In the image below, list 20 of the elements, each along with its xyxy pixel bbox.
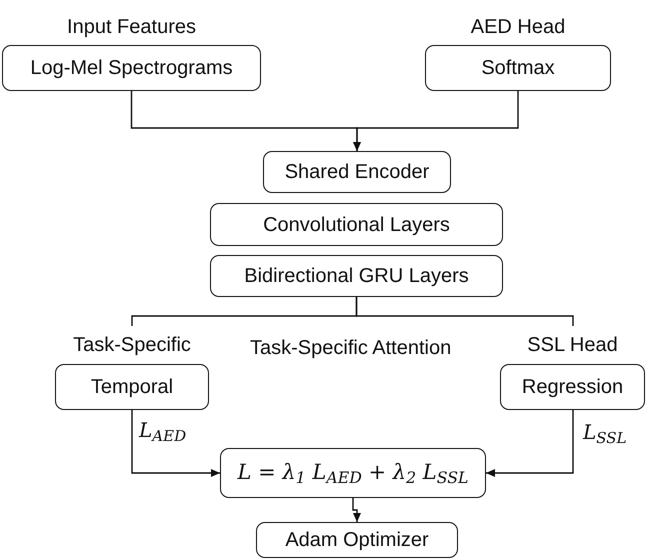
heading-label: Task-Specific bbox=[73, 333, 191, 358]
heading-label: Input Features bbox=[67, 14, 196, 40]
heading-label: SSL Head bbox=[527, 333, 618, 358]
process-box: Bidirectional GRU Layers bbox=[210, 255, 503, 297]
process-box: Shared Encoder bbox=[263, 151, 451, 193]
edge-label: L$_{AED}$ bbox=[138, 420, 188, 440]
arrow bbox=[353, 91, 519, 151]
arrow bbox=[131, 410, 220, 477]
process-box: Convolutional Layers bbox=[210, 203, 503, 246]
process-box: Temporal bbox=[55, 364, 209, 410]
arrow bbox=[486, 410, 574, 477]
heading-label: AED Head bbox=[470, 14, 566, 40]
process-box: Log-Mel Spectrograms bbox=[2, 45, 261, 91]
section-label: Task-Specific Attention bbox=[250, 336, 452, 361]
process-box: Adam Optimizer bbox=[256, 522, 458, 558]
arrow bbox=[352, 498, 361, 522]
process-box: Regression bbox=[500, 364, 645, 410]
formula-box: L = λ$_{1}$ L$_{AED}$ + λ$_{2}$ L$_{SSL}$ bbox=[220, 448, 486, 498]
process-box: Softmax bbox=[425, 45, 611, 91]
edge-label: L$_{SSL}$ bbox=[582, 422, 628, 442]
